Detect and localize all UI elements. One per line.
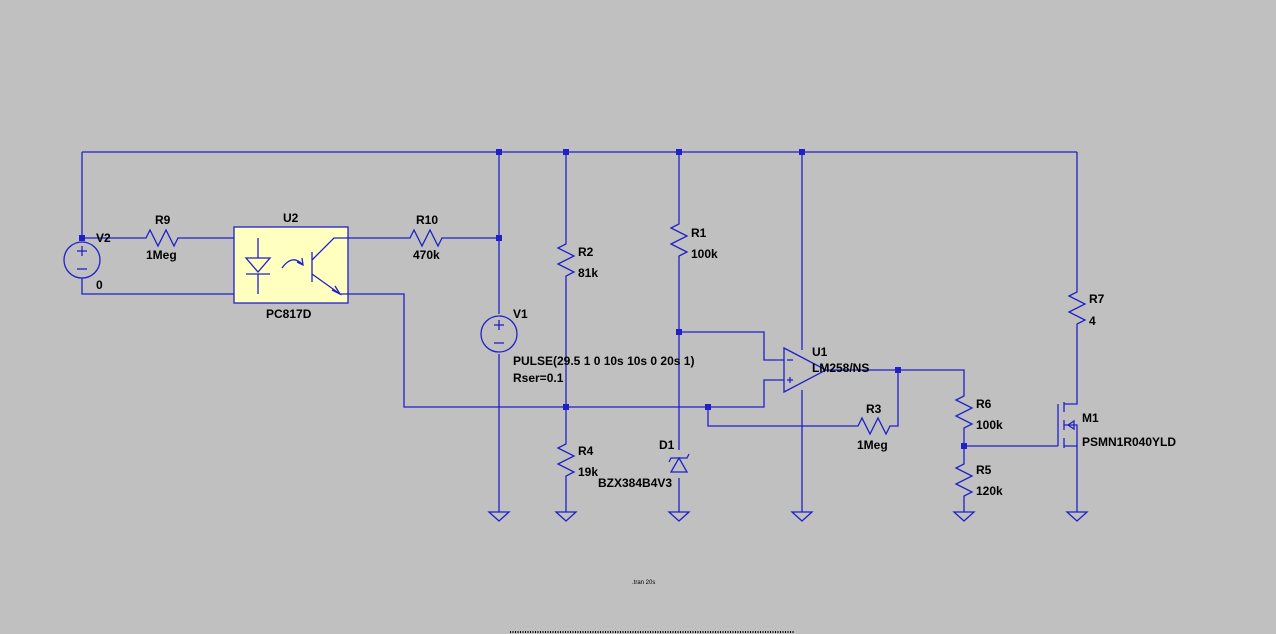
r4-value-label: 19k xyxy=(578,465,598,479)
resistor-r10[interactable] xyxy=(404,228,448,248)
u1-ref-label: U1 xyxy=(812,345,828,359)
ground-icon xyxy=(554,511,578,522)
voltage-source-v1[interactable] xyxy=(480,315,518,353)
ground-icon xyxy=(487,511,511,522)
ground-icon xyxy=(1065,511,1089,522)
v2-value-label: 0 xyxy=(96,278,103,292)
r1-ref-label: R1 xyxy=(691,226,707,240)
r6-ref-label: R6 xyxy=(976,397,992,411)
resistor-r1[interactable] xyxy=(669,218,689,264)
r9-value-label: 1Meg xyxy=(146,248,177,262)
r2-value-label: 81k xyxy=(578,266,598,280)
wires xyxy=(81,151,1078,512)
v1-ref-label: V1 xyxy=(513,307,528,321)
resistor-r5[interactable] xyxy=(954,458,974,502)
r7-value-label: 4 xyxy=(1089,314,1096,328)
zener-diode-d1[interactable] xyxy=(668,453,690,473)
d1-value-label: BZX384B4V3 xyxy=(598,476,672,490)
u1-value-label: LM258/NS xyxy=(812,361,869,375)
ground-icon xyxy=(667,511,691,522)
r5-ref-label: R5 xyxy=(976,463,992,477)
v2-ref-label: V2 xyxy=(96,231,111,245)
u2-value-label: PC817D xyxy=(266,307,312,321)
r5-value-label: 120k xyxy=(976,484,1003,498)
r6-value-label: 100k xyxy=(976,418,1003,432)
v1-rser-label: Rser=0.1 xyxy=(513,371,564,385)
r1-value-label: 100k xyxy=(691,247,718,261)
r10-value-label: 470k xyxy=(413,248,440,262)
resistor-r6[interactable] xyxy=(954,390,974,436)
opamp-u1[interactable] xyxy=(783,346,828,394)
r3-value-label: 1Meg xyxy=(857,438,888,452)
r4-ref-label: R4 xyxy=(578,444,594,458)
v1-value-label: PULSE(29.5 1 0 10s 10s 0 20s 1) xyxy=(513,354,694,368)
resistor-r7[interactable] xyxy=(1067,286,1087,332)
voltage-source-v2[interactable] xyxy=(63,241,101,279)
r2-ref-label: R2 xyxy=(578,245,594,259)
u2-ref-label: U2 xyxy=(283,211,299,225)
m1-ref-label: M1 xyxy=(1082,411,1099,425)
r3-ref-label: R3 xyxy=(866,402,882,416)
resistor-r9[interactable] xyxy=(140,228,184,248)
mosfet-m1[interactable] xyxy=(1057,402,1078,448)
junctions xyxy=(79,149,967,449)
optocoupler-u2[interactable] xyxy=(233,226,349,304)
m1-value-label: PSMN1R040YLD xyxy=(1082,435,1176,449)
r9-ref-label: R9 xyxy=(155,213,171,227)
r10-ref-label: R10 xyxy=(416,213,438,227)
spice-directive[interactable]: .tran 20s xyxy=(632,580,655,586)
resistor-r3[interactable] xyxy=(852,416,896,436)
ground-icon xyxy=(790,511,814,522)
ground-icon xyxy=(952,511,976,522)
r7-ref-label: R7 xyxy=(1089,292,1105,306)
ground-symbols xyxy=(487,511,1089,522)
d1-ref-label: D1 xyxy=(659,438,675,452)
resistor-r4[interactable] xyxy=(556,438,576,484)
resistor-r2[interactable] xyxy=(556,238,576,284)
